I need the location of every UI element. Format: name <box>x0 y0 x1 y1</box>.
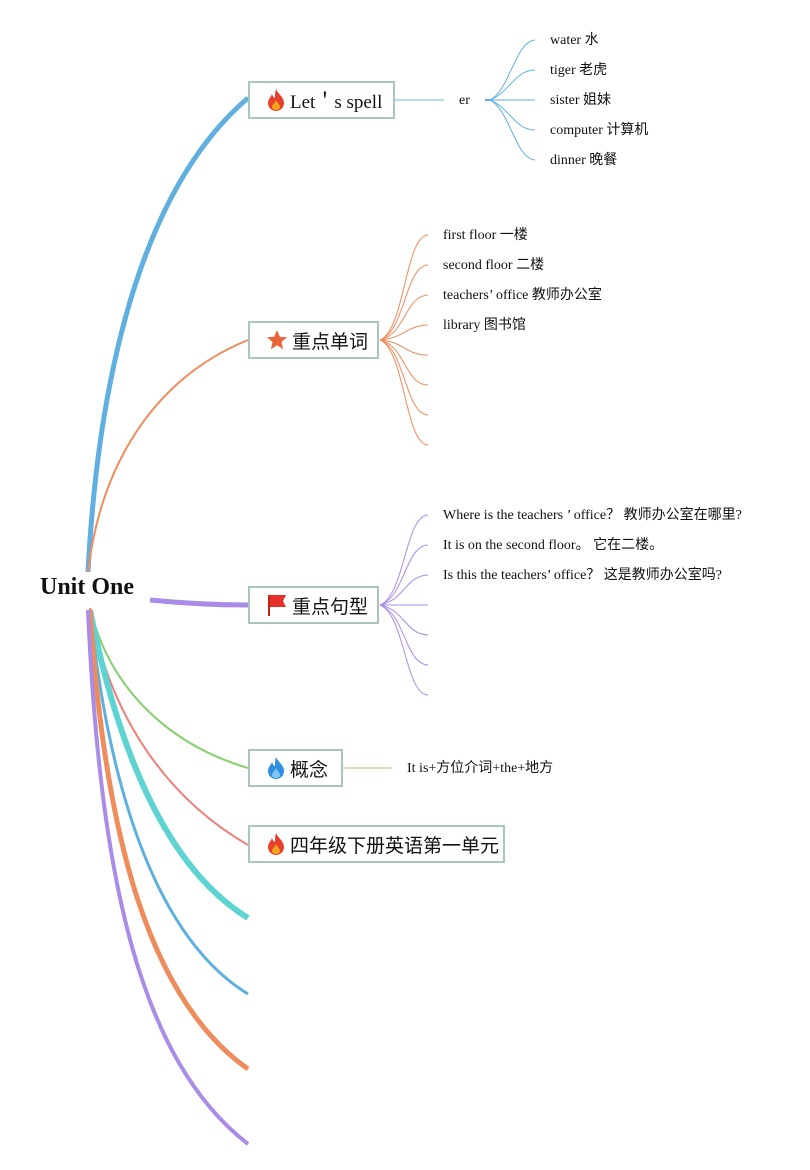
branch-empty-teal <box>87 609 250 921</box>
branch-spell <box>85 96 250 573</box>
branch-empty-orange <box>87 609 250 1072</box>
spell-item[interactable]: computer 计算机 <box>550 123 649 138</box>
topic-label: 重点单词 <box>292 331 369 353</box>
branch-concept <box>89 607 249 769</box>
sentence-item[interactable]: Where is the teachers ’ office？ 教师办公室在哪里… <box>443 508 742 523</box>
topic-lets-spell[interactable]: Let＇s spell <box>248 81 395 119</box>
fire-icon <box>266 88 286 112</box>
topic-unit-title[interactable]: 四年级下册英语第一单元 <box>248 825 505 863</box>
branch-sentences <box>149 597 249 608</box>
branch-empty-blue <box>88 609 249 996</box>
topic-concept[interactable]: 概念 <box>248 749 343 787</box>
word-item[interactable]: first floor 一楼 <box>443 228 528 243</box>
word-item[interactable]: teachers’ office 教师办公室 <box>443 288 602 303</box>
spell-item[interactable]: tiger 老虎 <box>550 63 608 78</box>
word-item[interactable]: library 图书馆 <box>443 318 526 333</box>
spell-item[interactable]: sister 姐妹 <box>550 93 612 108</box>
branch-words <box>87 339 249 573</box>
branch-empty-purple <box>86 609 250 1146</box>
concept-item[interactable]: It is+方位介词+the+地方 <box>407 761 554 776</box>
topic-label: 概念 <box>290 759 329 781</box>
topic-label: 四年级下册英语第一单元 <box>290 835 500 857</box>
spell-item[interactable]: water 水 <box>550 33 599 48</box>
root-topic[interactable]: Unit One <box>40 574 135 600</box>
fire-icon <box>266 832 286 856</box>
sentence-item[interactable]: It is on the second floor。 它在二楼。 <box>443 538 664 553</box>
sentence-item[interactable]: Is this the teachers’ office？ 这是教师办公室吗? <box>443 568 723 583</box>
topic-label: 重点句型 <box>292 596 369 618</box>
topic-label: Let＇s spell <box>290 91 383 113</box>
spell-item[interactable]: dinner 晚餐 <box>550 153 618 168</box>
flag-icon <box>266 593 288 617</box>
star-icon <box>266 328 288 352</box>
spell-sub-er[interactable]: er <box>459 93 470 108</box>
blue-flame-icon <box>266 756 286 780</box>
word-item[interactable]: second floor 二楼 <box>443 258 545 273</box>
topic-key-sentences[interactable]: 重点句型 <box>248 586 379 624</box>
topic-key-words[interactable]: 重点单词 <box>248 321 379 359</box>
